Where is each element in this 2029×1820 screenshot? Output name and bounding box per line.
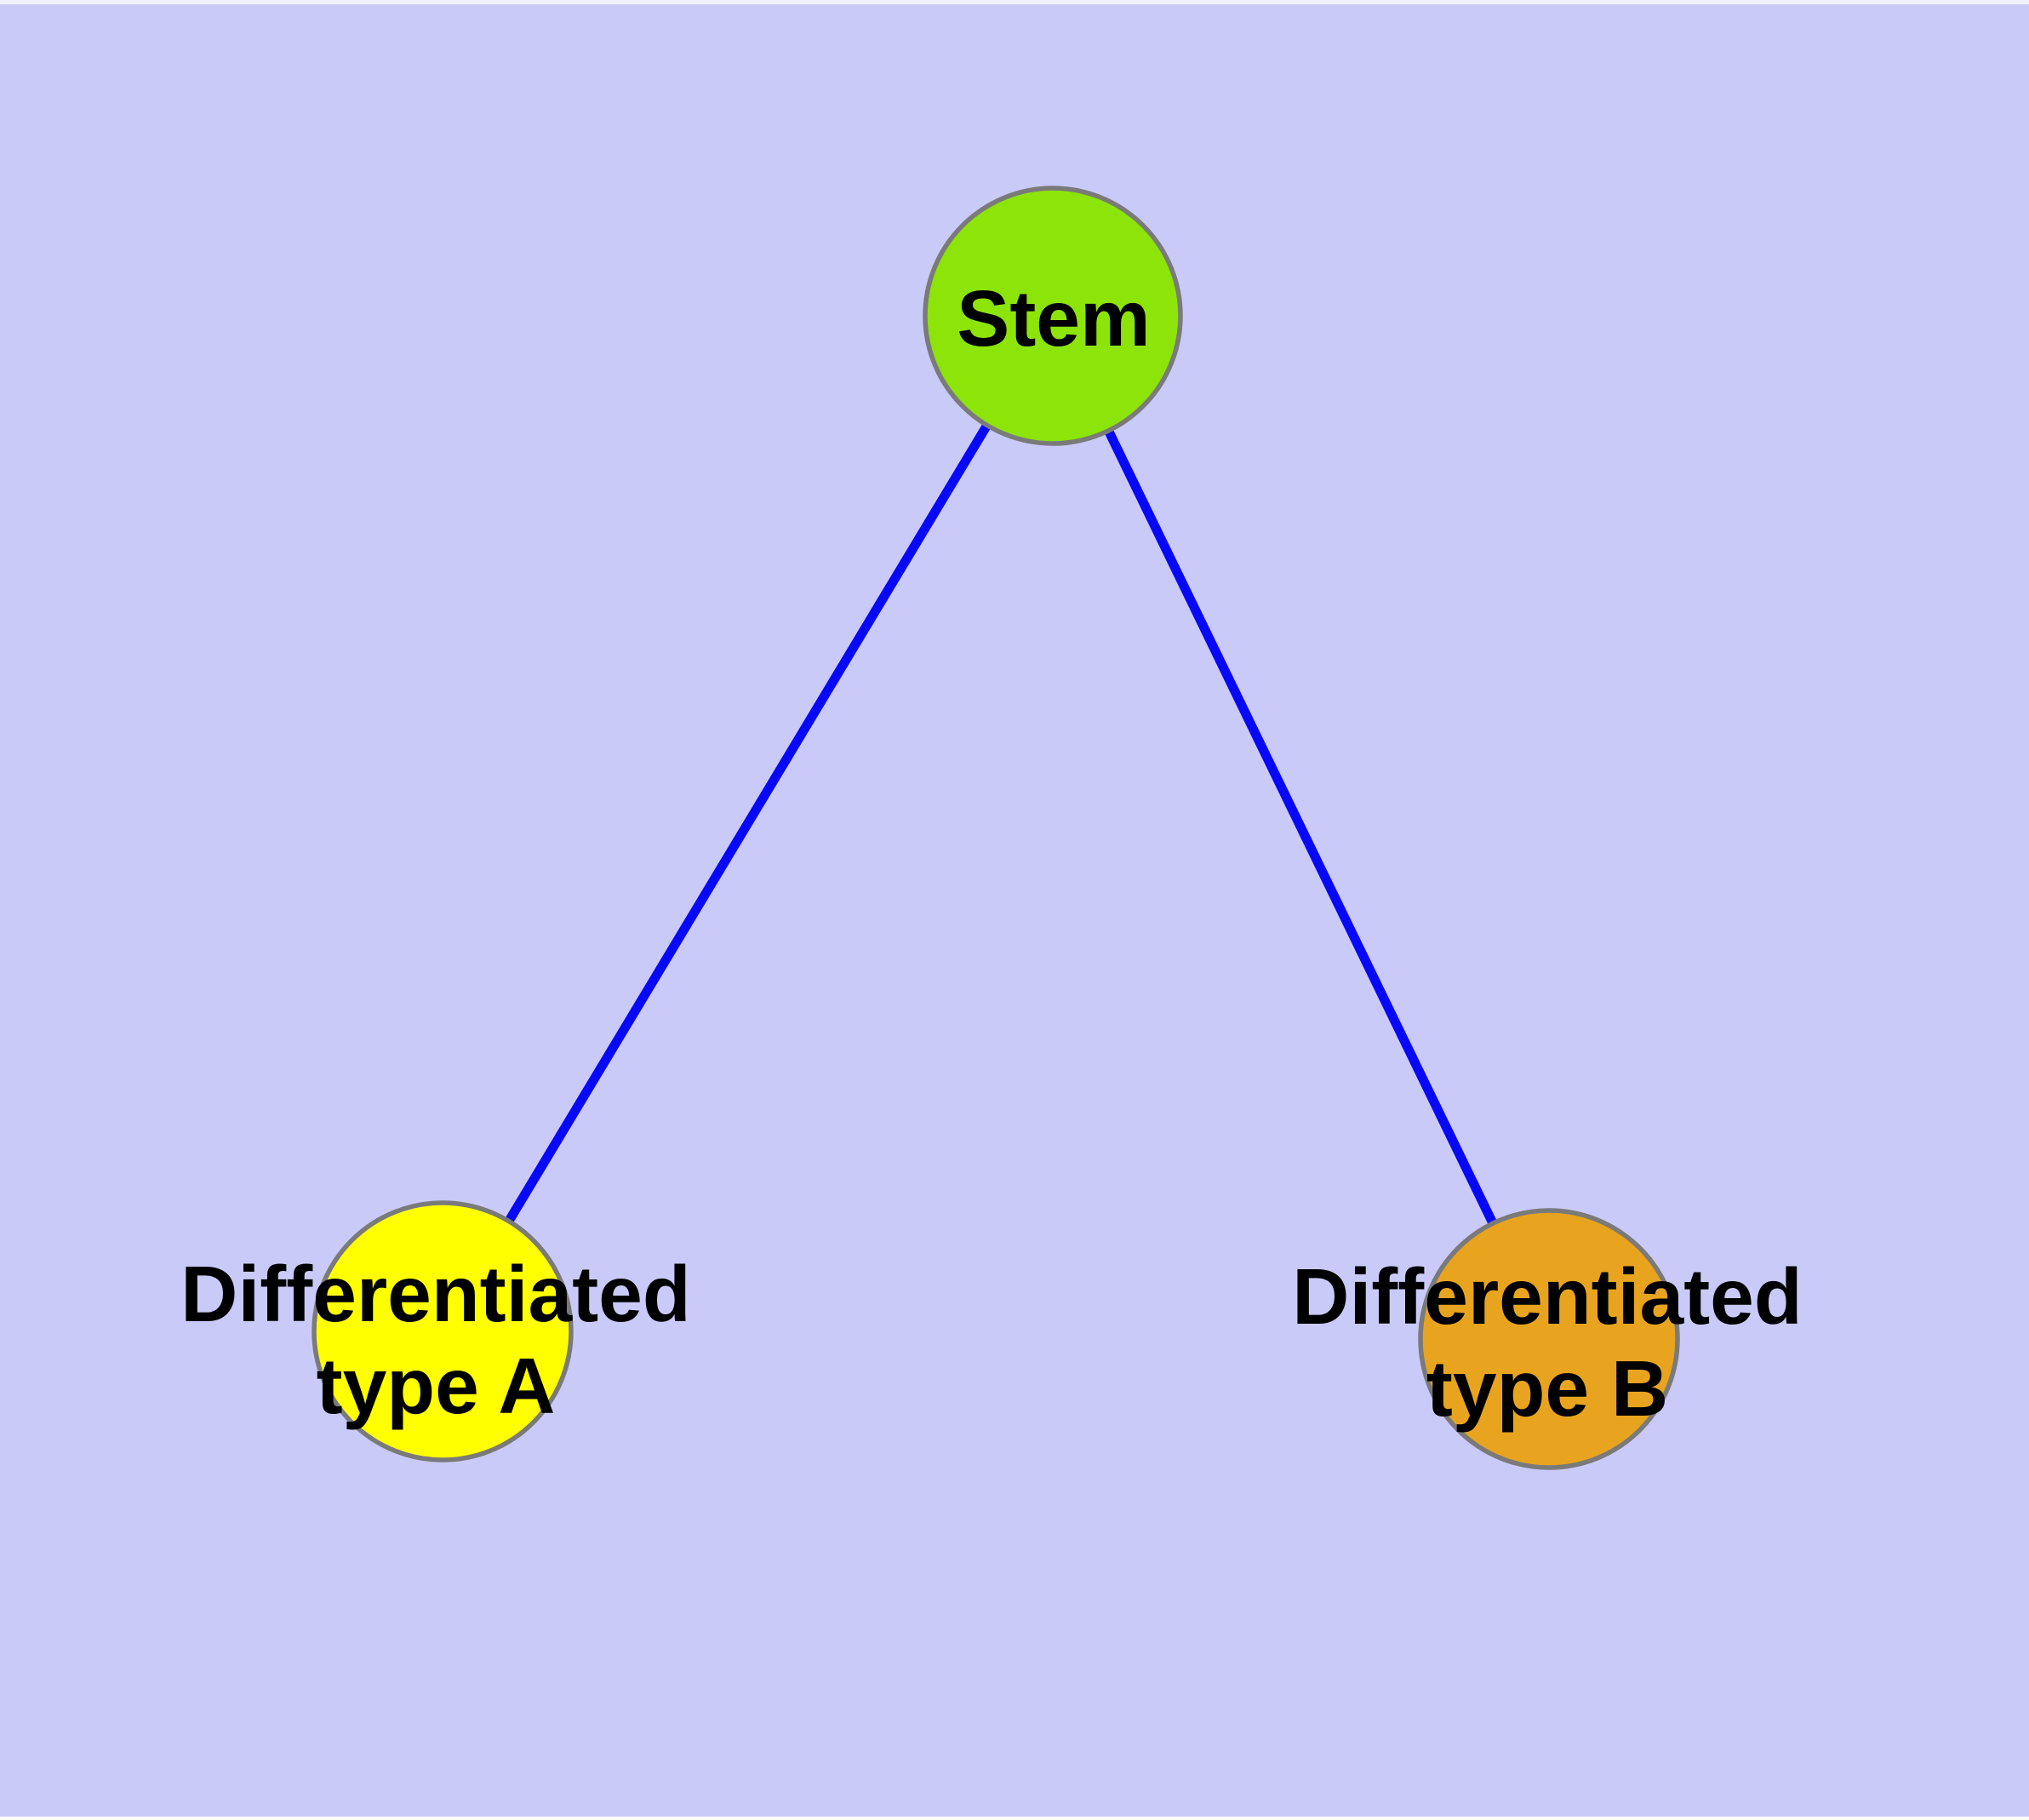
node-differentiated-type-b-label: Differentiated type B (1292, 1251, 1802, 1435)
edge-stem-to-type-a[interactable] (438, 313, 1057, 1334)
node-stem[interactable] (923, 186, 1183, 446)
node-a-label-line2: type A (316, 1342, 556, 1430)
node-a-label-line1: Differentiated (180, 1250, 691, 1339)
node-stem-label: Stem (957, 273, 1150, 365)
window-edge-top (0, 0, 2029, 4)
node-b-label-line1: Differentiated (1292, 1252, 1803, 1342)
node-differentiated-type-b[interactable] (1418, 1208, 1680, 1470)
window-edge-bottom (0, 1817, 2029, 1820)
node-differentiated-type-a-label: Differentiated type A (180, 1249, 690, 1433)
node-b-label-line2: type B (1426, 1344, 1669, 1433)
node-differentiated-type-a[interactable] (311, 1200, 574, 1462)
edge-stem-to-type-b[interactable] (1049, 313, 1553, 1342)
node-stem-label-text: Stem (957, 274, 1151, 363)
